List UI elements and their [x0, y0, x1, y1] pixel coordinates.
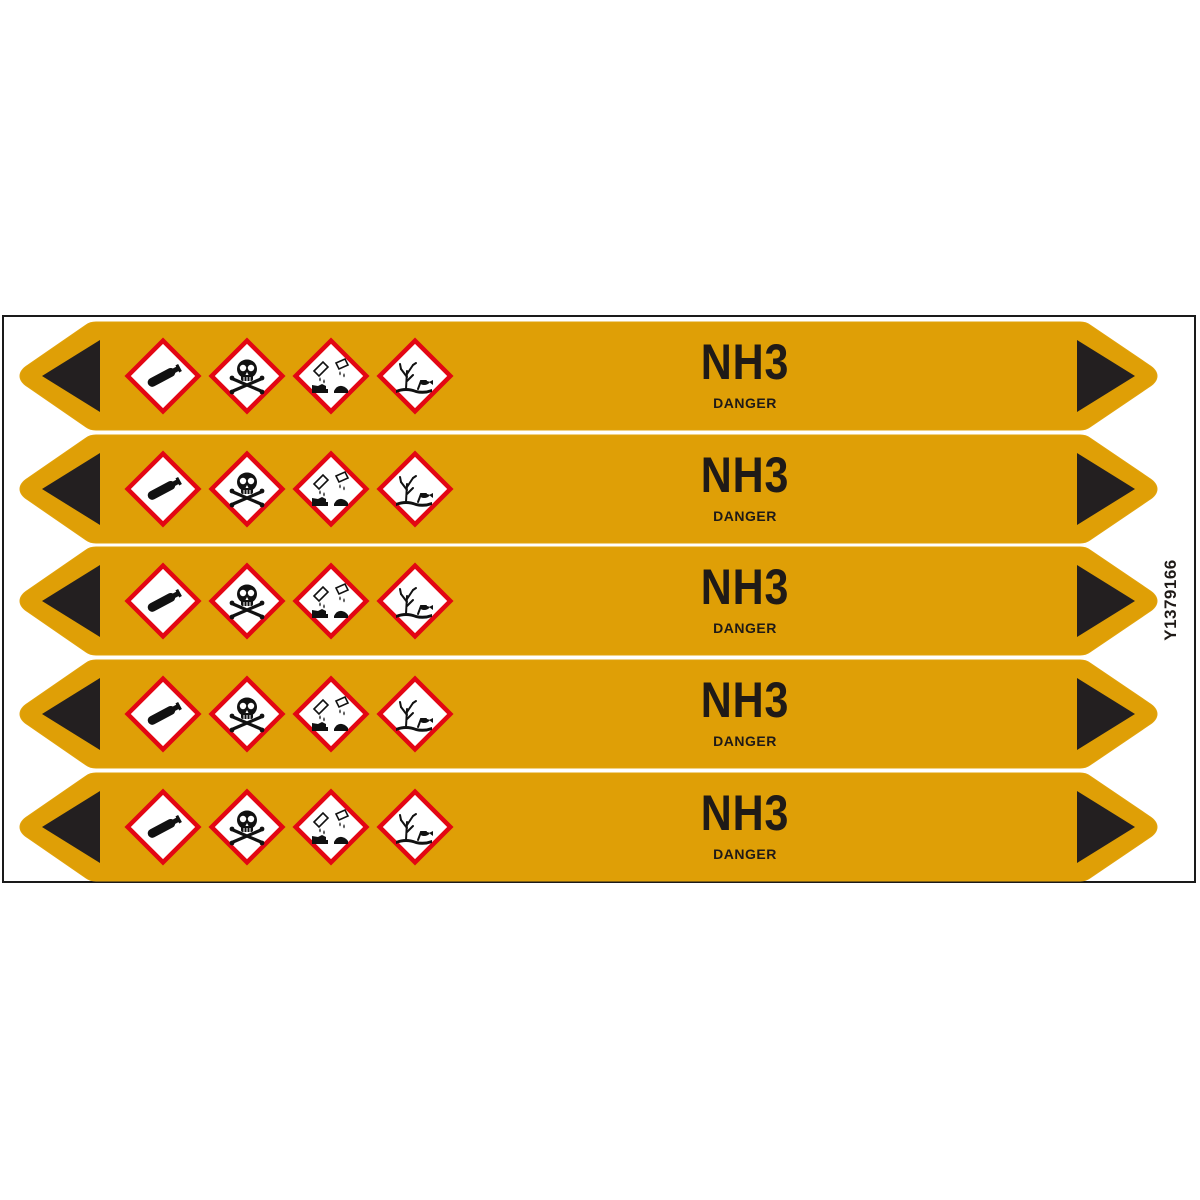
skull-crossbones-icon	[208, 337, 286, 415]
right-arrow-icon	[1077, 678, 1135, 751]
pipe-marker-1: NH3 DANGER	[19, 321, 1158, 431]
right-arrow-icon	[1077, 340, 1135, 412]
left-arrow-icon	[42, 452, 100, 525]
substance-name: NH3	[700, 446, 790, 503]
right-arrow-icon	[1077, 565, 1135, 638]
signal-word: DANGER	[713, 733, 777, 750]
signal-word: DANGER	[713, 395, 777, 411]
environment-icon	[376, 788, 454, 866]
pipe-marker-5: NH3 DANGER	[19, 772, 1158, 882]
gas-cylinder-icon	[124, 788, 202, 866]
skull-crossbones-icon	[208, 450, 286, 528]
environment-icon	[376, 675, 454, 753]
environment-icon	[376, 450, 454, 528]
left-arrow-icon	[42, 790, 100, 863]
corrosion-icon	[292, 337, 370, 415]
left-arrow-icon	[42, 678, 100, 751]
marker-band	[19, 321, 1158, 431]
signal-word: DANGER	[713, 620, 777, 637]
marker-band	[19, 546, 1158, 656]
marker-band	[19, 772, 1158, 882]
hazard-pictograms	[124, 562, 454, 640]
environment-icon	[376, 562, 454, 640]
hazard-pictograms	[124, 450, 454, 528]
corrosion-icon	[292, 675, 370, 753]
skull-crossbones-icon	[208, 675, 286, 753]
hazard-pictograms	[124, 675, 454, 753]
substance-name: NH3	[700, 784, 790, 841]
skull-crossbones-icon	[208, 788, 286, 866]
gas-cylinder-icon	[124, 337, 202, 415]
signal-word: DANGER	[713, 507, 777, 524]
right-arrow-icon	[1077, 790, 1135, 863]
hazard-pictograms	[124, 337, 454, 415]
substance-name: NH3	[700, 334, 790, 390]
substance-name: NH3	[700, 559, 790, 616]
environment-icon	[376, 337, 454, 415]
signal-word: DANGER	[713, 845, 777, 862]
product-code-text: Y1379166	[1161, 559, 1180, 641]
marker-band	[19, 434, 1158, 544]
left-arrow-icon	[42, 340, 100, 412]
pipe-marker-3: NH3 DANGER	[19, 546, 1158, 656]
skull-crossbones-icon	[208, 562, 286, 640]
product-code: Y1379166	[1161, 545, 1181, 655]
gas-cylinder-icon	[124, 675, 202, 753]
hazard-pictograms	[124, 788, 454, 866]
gas-cylinder-icon	[124, 562, 202, 640]
corrosion-icon	[292, 450, 370, 528]
pipe-marker-4: NH3 DANGER	[19, 659, 1158, 769]
substance-name: NH3	[700, 672, 790, 729]
gas-cylinder-icon	[124, 450, 202, 528]
marker-band	[19, 659, 1158, 769]
left-arrow-icon	[42, 565, 100, 638]
corrosion-icon	[292, 562, 370, 640]
pipe-marker-2: NH3 DANGER	[19, 434, 1158, 544]
right-arrow-icon	[1077, 452, 1135, 525]
corrosion-icon	[292, 788, 370, 866]
